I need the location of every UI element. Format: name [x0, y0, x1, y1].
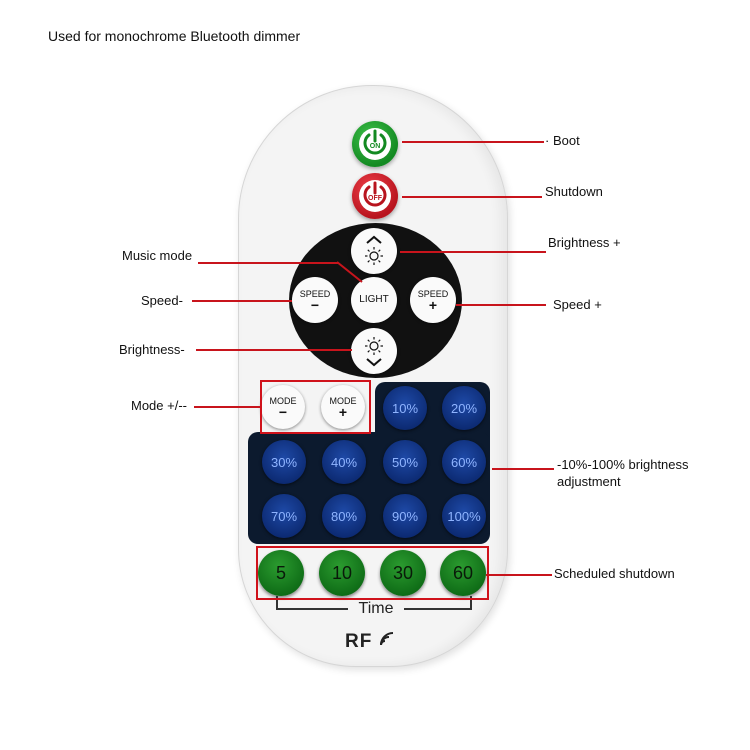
shutdown-callout-line: [402, 196, 542, 198]
brightness-40-button[interactable]: 40%: [322, 440, 366, 484]
power-icon: [363, 129, 387, 155]
timer-label: 10: [331, 562, 353, 583]
speed-minus-label: SPEED: [299, 288, 331, 299]
timer-30-button[interactable]: 30: [380, 550, 426, 596]
scheduled-shutdown-annotation: Scheduled shutdown: [554, 566, 675, 581]
mode-minus-label: MODE: [269, 395, 297, 406]
timer-10-button[interactable]: 10: [319, 550, 365, 596]
rf-logo: RF: [345, 631, 395, 653]
light-label: LIGHT: [359, 294, 389, 305]
boot-annotation: · Boot: [545, 133, 580, 148]
mode-minus-button[interactable]: MODE −: [261, 385, 305, 429]
brightness-80-button[interactable]: 80%: [322, 494, 366, 538]
timer-label: 5: [275, 562, 286, 583]
brightness-up-button[interactable]: [351, 228, 397, 274]
sun-up-icon: [365, 235, 383, 265]
speed-plus-label: SPEED: [417, 288, 449, 299]
timer-5-button[interactable]: 5: [258, 550, 304, 596]
brightness-level-label: 100%: [447, 508, 481, 524]
timer-label: 30: [392, 562, 414, 583]
plus-sign: +: [338, 403, 348, 420]
brightness-level-label: 50%: [391, 454, 419, 470]
music-mode-callout-diagonal: [336, 261, 363, 283]
music-mode-callout-line: [198, 262, 338, 264]
on-button[interactable]: ON: [352, 121, 398, 167]
brightness-adjust-callout-line: [492, 468, 554, 470]
scheduled-shutdown-callout-line: [486, 574, 552, 576]
timer-60-button[interactable]: 60: [440, 550, 486, 596]
brightness-level-label: 90%: [391, 508, 419, 524]
brightness-down-button[interactable]: [351, 328, 397, 374]
mode-callout-line: [194, 406, 260, 408]
speed-plus-button[interactable]: SPEED +: [410, 277, 456, 323]
brightness-plus-callout-line: [400, 251, 546, 253]
brightness-plus-annotation: Brightness +: [548, 235, 621, 250]
brightness-level-label: 20%: [450, 400, 478, 416]
minus-sign: −: [310, 296, 320, 313]
brightness-minus-callout-line: [196, 349, 352, 351]
brightness-60-button[interactable]: 60%: [442, 440, 486, 484]
brightness-10-button[interactable]: 10%: [383, 386, 427, 430]
speed-minus-callout-line: [192, 300, 292, 302]
speed-minus-button[interactable]: SPEED −: [292, 277, 338, 323]
brightness-level-label: 60%: [450, 454, 478, 470]
brightness-20-button[interactable]: 20%: [442, 386, 486, 430]
on-label: ON: [369, 143, 381, 150]
brand-label: RF: [345, 631, 373, 652]
boot-callout-line: [402, 141, 544, 143]
timer-highlight-box: [256, 546, 489, 600]
brightness-100-button[interactable]: 100%: [442, 494, 486, 538]
brightness-level-label: 10%: [391, 400, 419, 416]
time-label: Time: [348, 600, 404, 618]
brightness-level-label: 30%: [270, 454, 298, 470]
brightness-level-label: 70%: [270, 508, 298, 524]
off-button[interactable]: OFF: [352, 173, 398, 219]
brightness-adjust-annotation-line2: adjustment: [557, 474, 621, 489]
brightness-minus-annotation: Brightness-: [119, 342, 185, 357]
mode-highlight-box: [260, 380, 371, 434]
minus-sign: −: [278, 403, 288, 420]
mode-plus-label: MODE: [329, 395, 357, 406]
page-title: Used for monochrome Bluetooth dimmer: [48, 28, 301, 44]
off-label: OFF: [368, 195, 382, 202]
plus-sign: +: [428, 296, 438, 313]
speed-minus-annotation: Speed-: [141, 293, 183, 308]
shutdown-annotation: Shutdown: [545, 184, 603, 199]
brightness-level-label: 80%: [330, 508, 358, 524]
brightness-50-button[interactable]: 50%: [383, 440, 427, 484]
speed-plus-callout-line: [456, 304, 546, 306]
brightness-level-label: 40%: [330, 454, 358, 470]
brightness-70-button[interactable]: 70%: [262, 494, 306, 538]
brightness-adjust-annotation: -10%-100% brightness: [557, 457, 689, 472]
mode-plus-button[interactable]: MODE +: [321, 385, 365, 429]
timer-label: 60: [452, 562, 474, 583]
light-button[interactable]: LIGHT: [351, 277, 397, 323]
brightness-30-button[interactable]: 30%: [262, 440, 306, 484]
signal-icon: [379, 632, 393, 646]
speed-plus-annotation: Speed +: [553, 297, 602, 312]
mode-annotation: Mode +/--: [131, 398, 187, 413]
power-icon: [363, 181, 387, 207]
brightness-90-button[interactable]: 90%: [383, 494, 427, 538]
sun-down-icon: [365, 337, 383, 367]
music-mode-annotation: Music mode: [122, 248, 193, 263]
